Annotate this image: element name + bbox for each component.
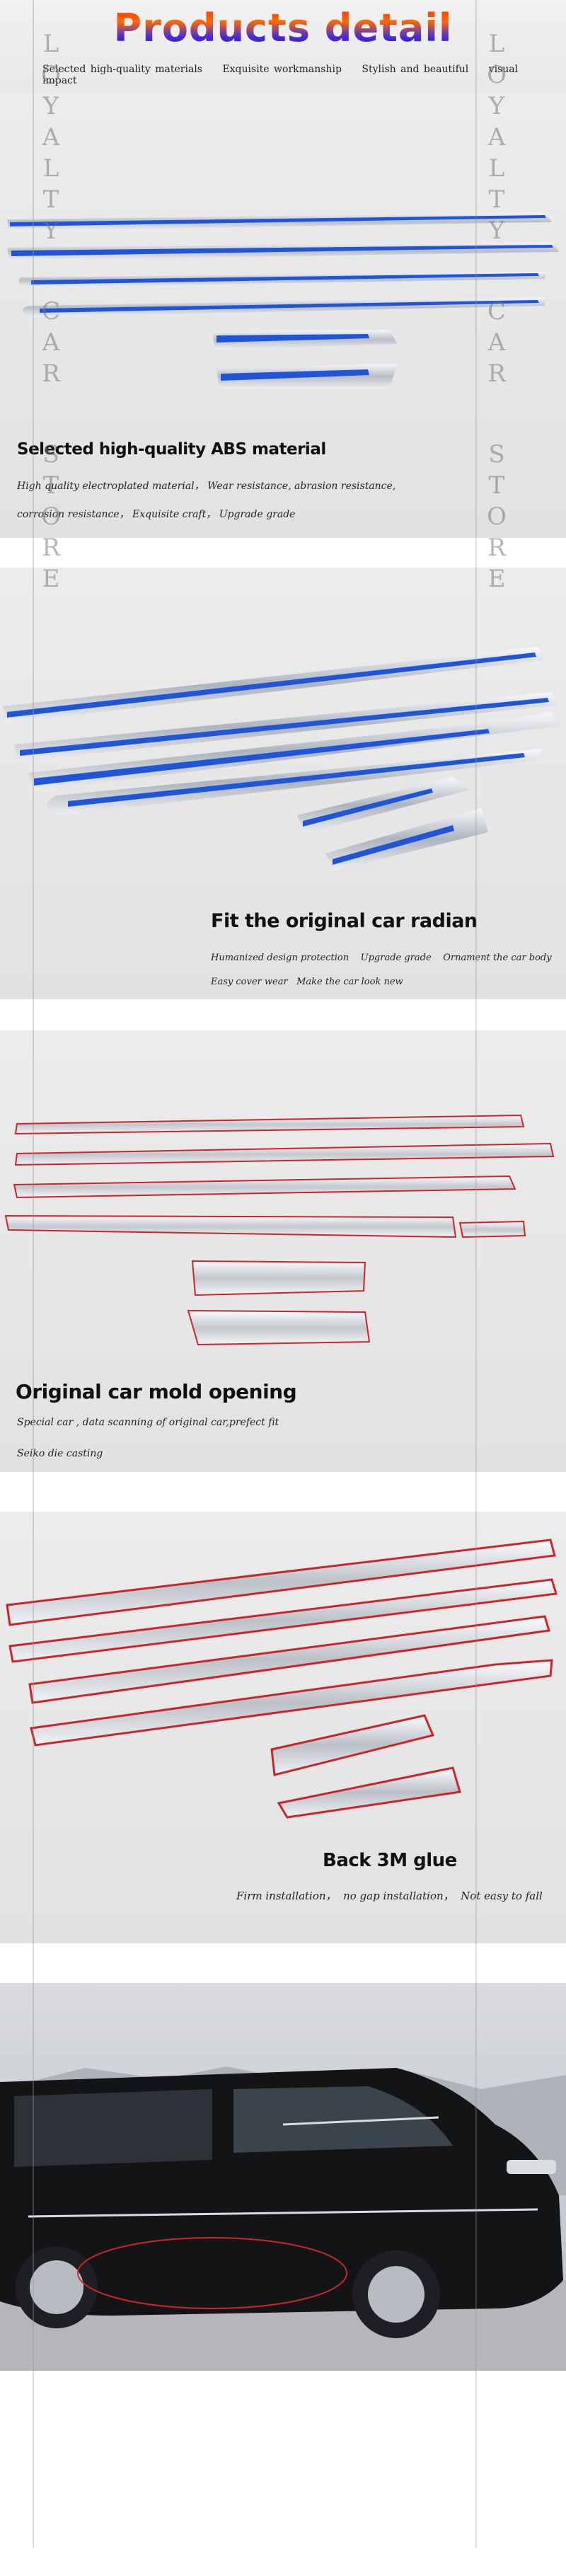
- trim-strip: [458, 1220, 526, 1238]
- trim-strip: [14, 692, 558, 761]
- trim-strip: [47, 749, 542, 815]
- section-divider: [0, 1943, 566, 1983]
- section-description: High quality electroplated material， Wea…: [17, 481, 396, 492]
- trim-strip: [3, 647, 545, 723]
- wheel: [30, 2260, 83, 2314]
- section-heading: Fit the original car radian: [211, 910, 478, 932]
- tagline: visual impact: [42, 64, 519, 86]
- watermark-line: [33, 0, 34, 2548]
- highlight-ellipse: [77, 2237, 347, 2309]
- chrome-trim-line: [282, 2116, 439, 2126]
- tagline-row: Selected high-quality materials Exquisit…: [42, 64, 566, 86]
- car-window: [14, 2089, 212, 2167]
- section-divider: [0, 538, 566, 568]
- wheel: [368, 2266, 424, 2323]
- section-abs-material: Selected high-quality ABS material High …: [0, 92, 566, 538]
- trim-strip: [277, 1766, 461, 1819]
- tagline: Exquisite workmanship: [222, 64, 342, 75]
- car-illustration: [0, 2066, 566, 2371]
- trim-strip: [14, 1142, 555, 1166]
- trim-product-photo: [3, 647, 559, 870]
- trim-strip: [212, 330, 398, 350]
- trim-strip: [18, 272, 546, 287]
- section-mold-opening: Original car mold opening Special car , …: [0, 1030, 566, 1472]
- trim-product-photo: [4, 1114, 555, 1346]
- trim-strip: [7, 242, 559, 260]
- tagline: Selected high-quality materials: [42, 64, 202, 75]
- section-divider: [0, 1472, 566, 1512]
- trim-strip: [28, 1615, 550, 1704]
- trim-strip: [6, 1539, 556, 1626]
- section-description: Seiko die casting: [17, 1448, 103, 1459]
- section-description: Easy cover wear Make the car look new: [211, 977, 403, 987]
- section-heading: Original car mold opening: [16, 1380, 297, 1403]
- trim-strip: [13, 1175, 516, 1199]
- trim-product-photo: [7, 212, 559, 389]
- trim-strip: [7, 212, 552, 231]
- trim-strip: [14, 1114, 525, 1135]
- car-window: [233, 2086, 453, 2153]
- section-heading: Selected high-quality ABS material: [17, 440, 326, 459]
- trim-strip: [28, 712, 559, 791]
- tagline: Stylish and beautiful: [362, 64, 469, 75]
- section-description: corrosion resistance， Exquisite craft， U…: [17, 509, 296, 520]
- title-banner: Products detail Selected high-quality ma…: [0, 0, 566, 92]
- trim-strip: [4, 1214, 457, 1238]
- trim-strip: [30, 1659, 553, 1747]
- trim-strip: [22, 297, 546, 317]
- section-description: Firm installation， no gap installation， …: [236, 1890, 543, 1902]
- section-divider: [0, 999, 566, 1030]
- trim-strip: [216, 364, 398, 389]
- trim-strip: [187, 1309, 371, 1346]
- trim-strip: [191, 1260, 366, 1296]
- trim-strip: [297, 777, 470, 834]
- section-description: Humanized design protection Upgrade grad…: [211, 953, 552, 963]
- trim-product-photo: [6, 1539, 558, 1819]
- section-fit-radian: Fit the original car radian Humanized de…: [0, 568, 566, 999]
- headlight: [507, 2160, 556, 2174]
- section-3m-glue: Back 3M glue Firm installation， no gap i…: [0, 1512, 566, 1943]
- section-heading: Back 3M glue: [323, 1850, 457, 1871]
- page-title: Products detail: [0, 6, 566, 50]
- car-photo: [0, 1983, 566, 2371]
- trim-strip: [270, 1714, 435, 1776]
- trim-strip: [8, 1578, 558, 1663]
- chrome-trim-line: [28, 2208, 538, 2218]
- watermark-line: [475, 0, 477, 2548]
- trim-strip: [325, 808, 488, 870]
- section-description: Special car , data scanning of original …: [17, 1417, 279, 1428]
